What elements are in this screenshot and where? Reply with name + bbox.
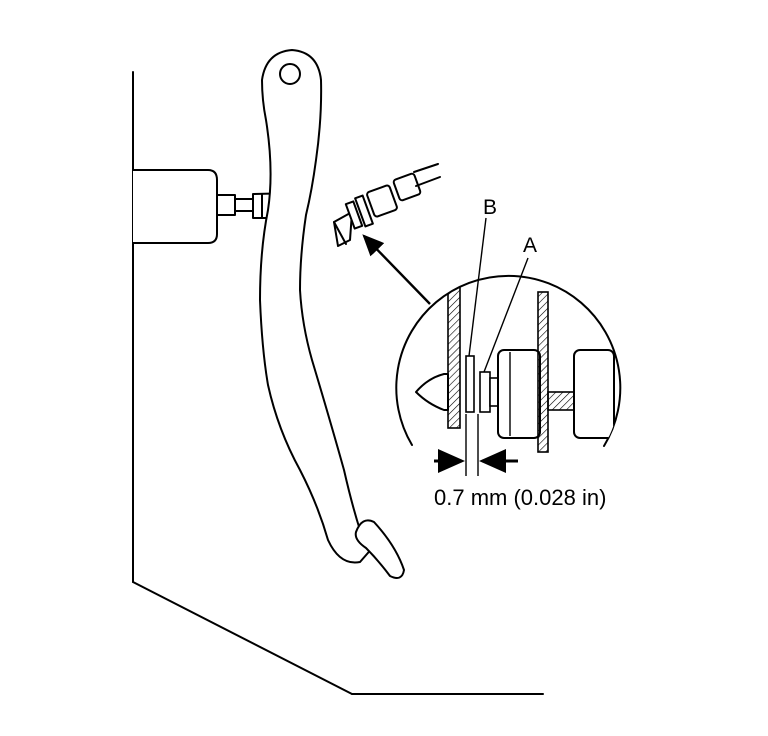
brake-booster bbox=[133, 169, 218, 244]
lock-nut bbox=[573, 349, 615, 439]
callout-b-leader bbox=[468, 217, 487, 357]
switch-body bbox=[497, 349, 541, 439]
firewall-outline bbox=[132, 71, 544, 695]
detail-leader-arrow bbox=[362, 234, 431, 305]
callout-a-label: A bbox=[523, 234, 537, 257]
threaded-shaft bbox=[547, 391, 577, 411]
bracket-wall-right bbox=[537, 291, 549, 453]
brake-light-switch bbox=[333, 163, 441, 247]
detail-circle bbox=[395, 274, 622, 447]
brake-pedal-arm bbox=[259, 49, 375, 564]
callout-b-label: B bbox=[483, 196, 497, 219]
pedal-pad bbox=[354, 519, 405, 579]
stopper-pad bbox=[465, 355, 475, 413]
gap-dimension-label: 0.7 mm (0.028 in) bbox=[434, 485, 606, 510]
gap-dimension bbox=[434, 414, 518, 476]
bracket-wall-left bbox=[447, 279, 461, 429]
switch-plunger-tip bbox=[415, 373, 449, 411]
callout-a-leader bbox=[483, 257, 529, 373]
switch-plunger bbox=[479, 371, 491, 413]
detail-view bbox=[415, 279, 615, 453]
